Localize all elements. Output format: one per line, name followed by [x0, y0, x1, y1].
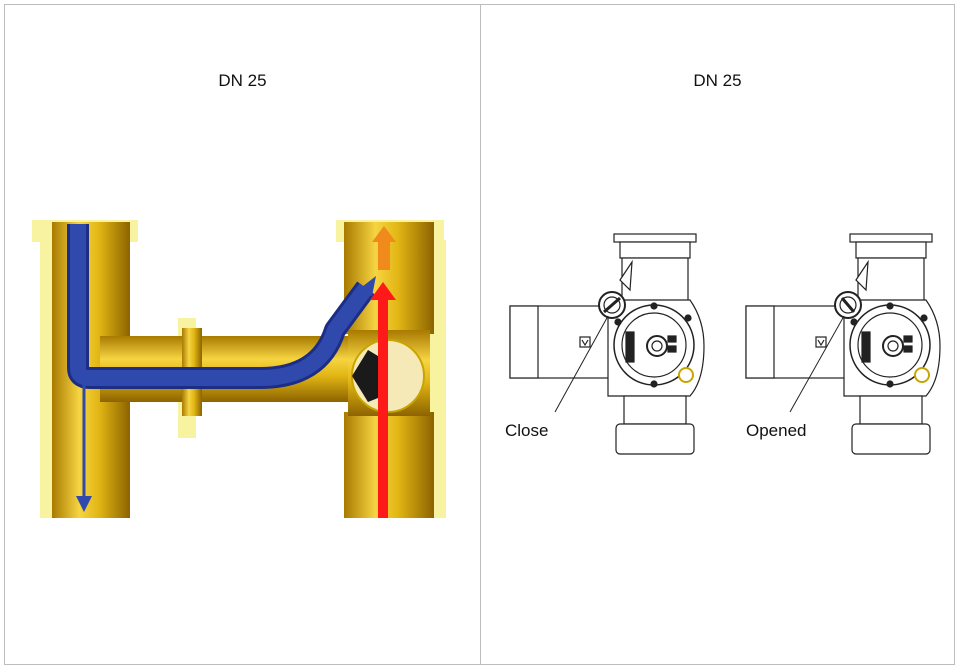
blue-down-arrow-icon [76, 496, 92, 512]
orange-flow-path [378, 240, 390, 270]
right-panel-title: DN 25 [693, 71, 742, 90]
red-up-arrow-icon [370, 282, 396, 300]
valve-drawing-close [509, 233, 705, 455]
valve-cross-section [32, 220, 446, 518]
opened-label: Opened [746, 421, 807, 440]
left-panel-title: DN 25 [218, 71, 267, 90]
orange-up-arrow-icon [372, 226, 396, 242]
close-label: Close [505, 421, 549, 440]
valve-plug [352, 350, 378, 402]
blue-flow-path [70, 224, 373, 386]
blue-up-arrow-icon [358, 276, 376, 296]
valve-drawing-opened [745, 233, 941, 455]
red-flow-path [378, 298, 388, 518]
right-lower-pipe [344, 412, 434, 518]
